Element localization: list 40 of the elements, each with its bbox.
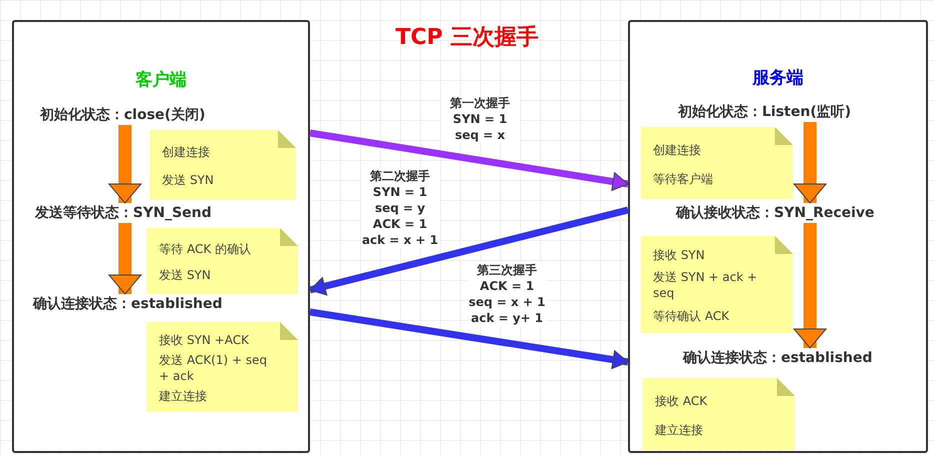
sticky-note [643, 378, 795, 450]
block-arrow [794, 223, 826, 348]
sticky-note [147, 228, 298, 294]
note-text: 建立连接 [159, 388, 208, 404]
panel [12, 20, 310, 453]
block-arrow [108, 125, 142, 204]
state-label: 发送等待状态：SYN_Send [35, 203, 212, 223]
note-text: 等待客户端 [653, 170, 714, 186]
state-label: 确认连接状态：established [33, 294, 222, 314]
note-text: 等待 ACK 的确认 [159, 241, 252, 257]
edge-label: 第二次握手 SYN = 1 seq = y ACK = 1 ack = x + 1 [360, 168, 440, 248]
note-text: 发送 SYN + ack + seq [653, 269, 758, 302]
note-text: 建立连接 [655, 422, 704, 438]
state-label: 初始化状态：close(关闭) [40, 105, 206, 125]
block-arrow [108, 223, 142, 294]
arrow [309, 308, 629, 370]
note-text: 发送 ACK(1) + seq + ack [159, 352, 268, 384]
sticky-note [641, 127, 793, 199]
sticky-note [147, 322, 298, 412]
note-text: 接收 SYN +ACK [159, 332, 250, 348]
panel [628, 20, 928, 453]
state-label: 确认接收状态：SYN_Receive [676, 203, 874, 223]
arrow [309, 130, 629, 191]
panel-heading: 客户端 [136, 69, 186, 91]
sticky-note [150, 130, 296, 200]
sticky-note [641, 236, 793, 333]
diagram-title: TCP 三次握手 [394, 24, 540, 52]
block-arrow [794, 122, 826, 204]
state-label: 初始化状态：Listen(监听) [678, 102, 852, 122]
panel-heading: 服务端 [752, 67, 804, 89]
note-text: 发送 SYN [162, 172, 215, 188]
note-text: 接收 ACK [655, 392, 708, 408]
edge-label: 第三次握手 ACK = 1 seq = x + 1 ack = y+ 1 [468, 262, 546, 326]
state-label: 确认连接状态：established [683, 348, 872, 368]
note-text: 创建连接 [162, 144, 211, 160]
note-text: 等待确认 ACK [653, 308, 730, 324]
note-text: 发送 SYN [159, 267, 212, 283]
note-text: 接收 SYN [653, 247, 706, 264]
edge-label: 第一次握手 SYN = 1 seq = x [440, 95, 520, 143]
note-text: 创建连接 [653, 142, 702, 158]
